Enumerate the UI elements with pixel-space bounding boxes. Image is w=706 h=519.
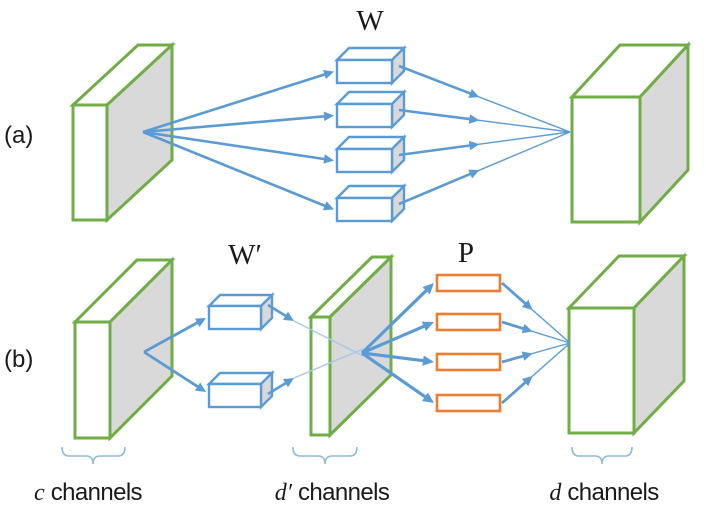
arrow-head bbox=[421, 392, 434, 403]
arrow-head bbox=[521, 376, 533, 387]
arrow-line bbox=[398, 64, 476, 97]
c-variable: c bbox=[34, 480, 45, 506]
arrow-line bbox=[398, 170, 476, 206]
arrow-line bbox=[501, 378, 530, 405]
d-prime-variable: d′ bbox=[274, 480, 292, 506]
arrow-head bbox=[521, 351, 533, 361]
basis-weight-matrix-label: W′ bbox=[228, 239, 262, 271]
arrow-line bbox=[398, 108, 475, 121]
arrow-head bbox=[421, 321, 434, 332]
arrow-line bbox=[360, 285, 432, 355]
d-channels-word: channels bbox=[567, 479, 659, 506]
projection-rect bbox=[435, 273, 502, 293]
arrow-head bbox=[194, 382, 206, 392]
d-prime-channels-label: d′channels bbox=[252, 480, 412, 506]
weight-filter-front-face bbox=[335, 196, 394, 223]
d-prime-channels-word: channels bbox=[297, 479, 390, 506]
d-variable: d bbox=[549, 480, 562, 506]
projection-matrix-label: P bbox=[457, 237, 475, 269]
arrow-line bbox=[142, 130, 330, 209]
arrow-line bbox=[361, 351, 429, 363]
c-channels-word: channels bbox=[50, 479, 143, 506]
basis-filter-front-face bbox=[207, 304, 263, 331]
basis-filter-front-face bbox=[207, 382, 263, 409]
intermediate-tensor-front-face bbox=[309, 315, 332, 437]
underbrace-d-prime-channels bbox=[292, 446, 358, 465]
input-tensor-a-front-face bbox=[71, 103, 109, 222]
arrow-head bbox=[282, 311, 294, 321]
panel-a-label: (a) bbox=[4, 122, 34, 149]
projection-rect bbox=[435, 352, 502, 372]
arrow-head bbox=[323, 69, 334, 80]
arrow-head bbox=[322, 201, 334, 211]
output-tensor-a-front-face bbox=[570, 95, 642, 224]
arrow-head bbox=[422, 283, 434, 295]
arrow-head bbox=[468, 114, 480, 124]
arrow-head bbox=[521, 323, 533, 334]
arrow-line bbox=[142, 130, 330, 162]
arrow-head bbox=[468, 140, 480, 151]
arrow-head bbox=[282, 378, 294, 388]
underbrace-c-channels bbox=[61, 446, 126, 465]
panel-b-label: (b) bbox=[4, 346, 34, 373]
projection-rect bbox=[435, 393, 502, 413]
arrow-head bbox=[521, 299, 533, 310]
weight-filter-front-face bbox=[335, 102, 394, 129]
arrow-line bbox=[143, 350, 203, 391]
arrow-line bbox=[501, 281, 530, 308]
input-tensor-b-front-face bbox=[73, 320, 112, 440]
pass-through-line bbox=[293, 320, 364, 357]
arrow-line bbox=[361, 322, 430, 355]
arrow-head bbox=[323, 111, 334, 122]
output-tensor-b-front-face bbox=[567, 306, 636, 435]
pass-through-line bbox=[293, 348, 364, 379]
arrow-head bbox=[323, 154, 334, 164]
weight-matrix-label: W bbox=[356, 5, 384, 37]
arrow-line bbox=[398, 143, 475, 157]
arrow-line bbox=[142, 71, 330, 134]
arrow-line bbox=[142, 114, 330, 134]
weight-filter-front-face bbox=[335, 58, 394, 85]
weight-filter-front-face bbox=[335, 147, 394, 174]
projection-rect bbox=[435, 312, 502, 332]
arrow-line bbox=[361, 351, 431, 402]
arrow-head bbox=[194, 318, 206, 328]
arrow-line bbox=[143, 319, 203, 354]
underbrace-d-channels bbox=[571, 446, 633, 465]
arrow-head bbox=[422, 355, 434, 366]
arrow-head bbox=[468, 169, 480, 179]
arrow-head bbox=[468, 88, 480, 98]
